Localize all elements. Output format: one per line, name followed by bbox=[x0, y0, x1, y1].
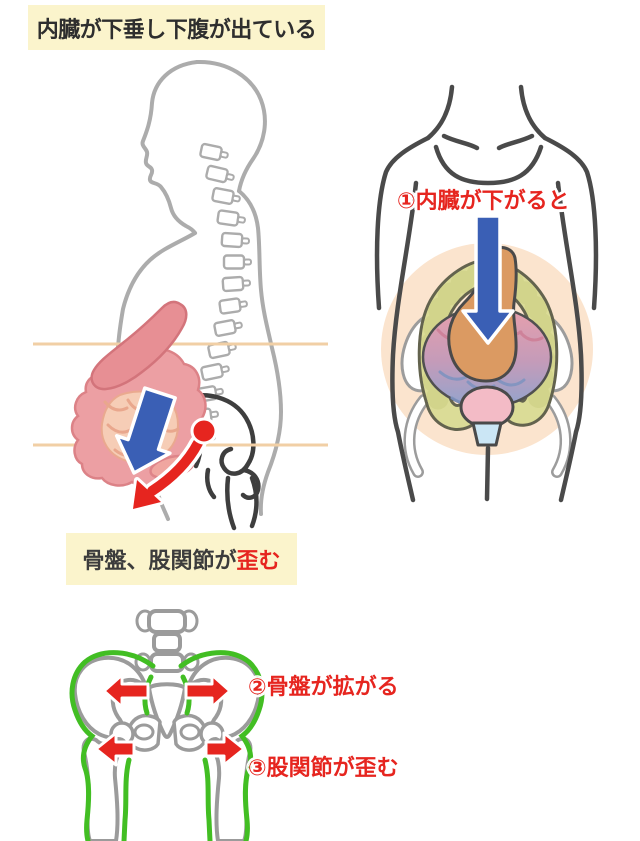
pelvis-caption-prefix: 骨盤、股関節が bbox=[82, 549, 237, 574]
collarbone-left bbox=[441, 133, 480, 151]
annotation-step3: ③股関節が歪む bbox=[248, 756, 399, 781]
widening-arrow-icons bbox=[94, 673, 246, 767]
annotation-step2: ②骨盤が拡がる bbox=[248, 675, 399, 700]
pelvis-figure bbox=[72, 609, 262, 841]
main-title-text: 内臓が下垂し下腹が出ている bbox=[36, 17, 317, 43]
annotation-step1: ①内臓が下がると bbox=[397, 189, 570, 214]
lumbar-spine bbox=[134, 609, 200, 739]
side-stomach bbox=[90, 300, 188, 391]
crotch-line bbox=[484, 445, 491, 502]
neck-right bbox=[518, 84, 548, 141]
hip-distort-arrow-right-icon bbox=[204, 731, 246, 767]
side-back-outline bbox=[237, 189, 284, 516]
pelvis-widen-arrow-right-icon bbox=[184, 673, 232, 709]
main-title: 内臓が下垂し下腹が出ている bbox=[28, 5, 325, 50]
pelvis-tilt-arrow-icon bbox=[130, 417, 218, 512]
organ-drop-arrow-front-icon bbox=[461, 214, 515, 345]
side-body-figure bbox=[33, 59, 328, 531]
front-bladder bbox=[459, 385, 515, 447]
pelvis-caption-highlight: 歪む bbox=[236, 549, 281, 574]
organ-drop-arrow-icon bbox=[114, 386, 177, 475]
neck-left bbox=[425, 84, 455, 141]
body-side-left bbox=[390, 180, 419, 503]
shoulder-arm-left bbox=[374, 135, 431, 311]
neckline bbox=[433, 144, 544, 186]
front-body-figure bbox=[374, 84, 599, 503]
side-face-outline bbox=[140, 60, 199, 235]
side-head-back-outline bbox=[195, 59, 267, 193]
collarbone-right bbox=[496, 133, 535, 151]
body-side-right bbox=[555, 180, 584, 503]
pelvis-caption: 骨盤、股関節が歪む bbox=[66, 533, 297, 585]
pelvis-widen-arrow-left-icon bbox=[102, 673, 150, 709]
front-torso-outline bbox=[374, 84, 599, 503]
hip-distort-arrow-left-icon bbox=[94, 731, 136, 767]
shoulder-arm-right bbox=[542, 135, 599, 311]
